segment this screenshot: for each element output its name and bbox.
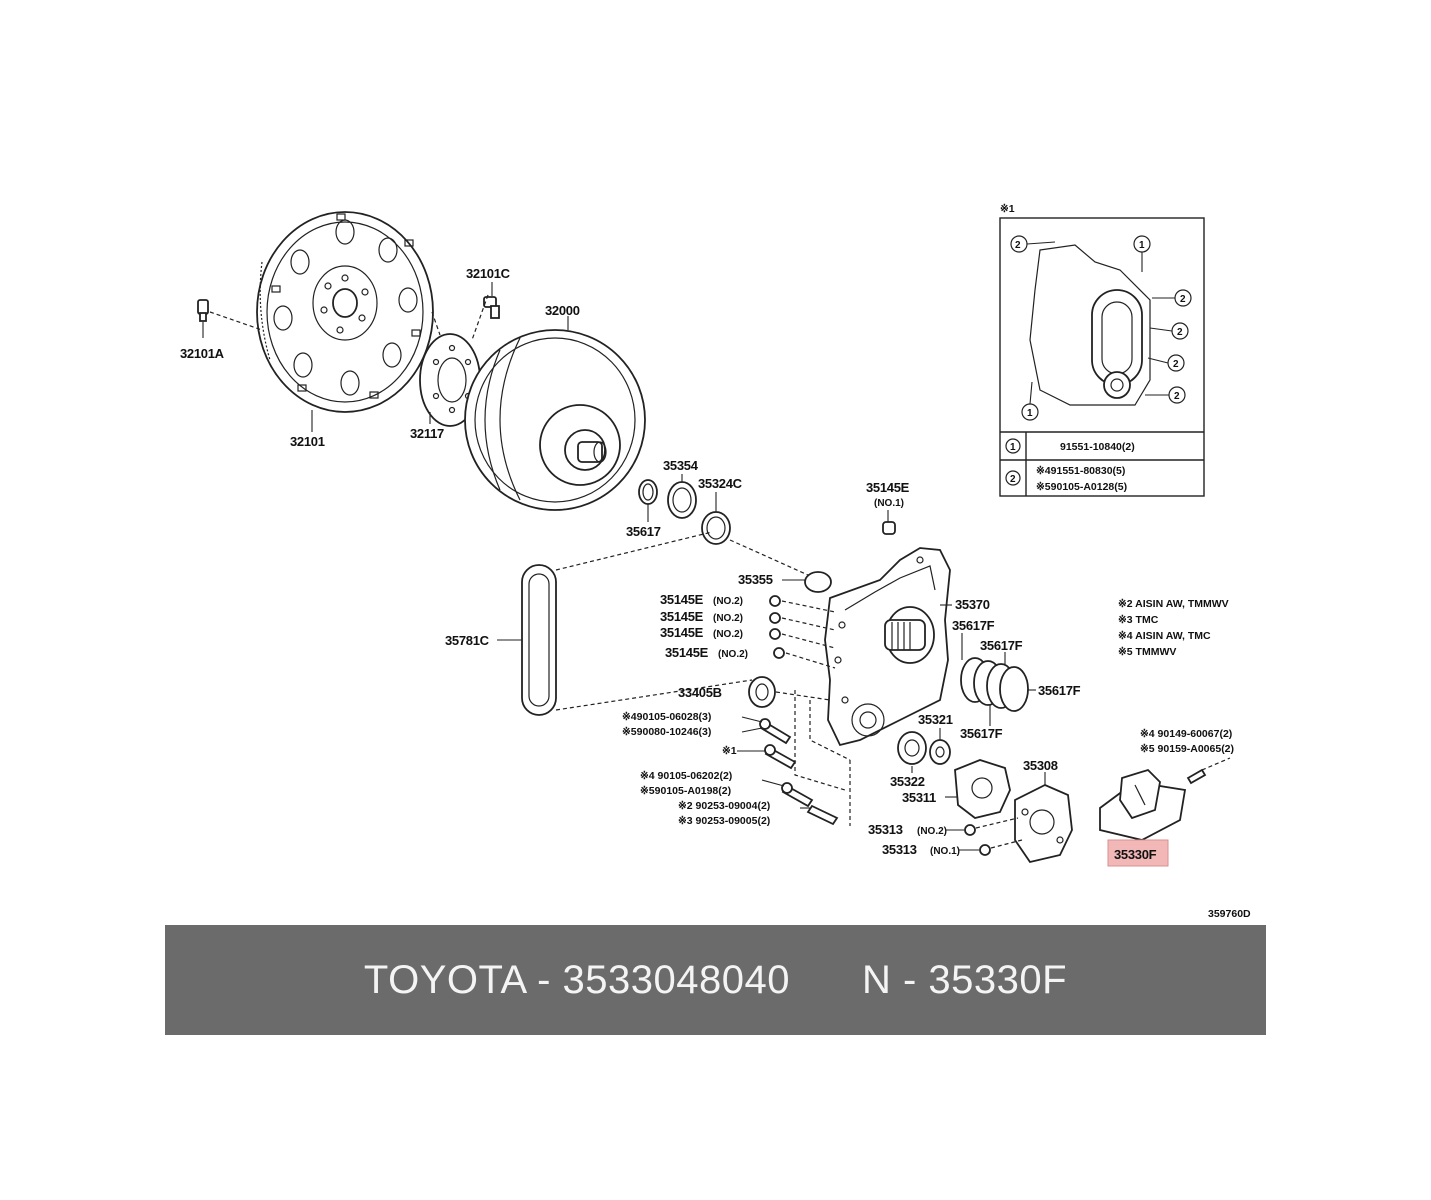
inset-table-key-2: 2 — [1010, 474, 1016, 485]
inset-panel: ※1 2 1 2 2 2 2 1 1 2 — [999, 203, 1205, 497]
callout-35145E-4: 35145E — [665, 645, 709, 660]
note-line-1: ※2 AISIN AW, TMMWV — [1118, 598, 1229, 610]
callout-35145E-top: 35145E — [866, 480, 910, 495]
note-line-4: ※5 TMMWV — [1118, 646, 1176, 658]
callout-no2-3: (NO.2) — [713, 629, 743, 640]
bolt-spec-1: ※490105-06028(3) — [622, 711, 711, 723]
bolt-spec-7: ※3 90253-09005(2) — [678, 815, 770, 827]
bolt-spec-6: ※2 90253-09004(2) — [678, 800, 770, 812]
callout-32000: 32000 — [545, 303, 580, 318]
callout-35617: 35617 — [626, 524, 661, 539]
note-line-2: ※3 TMC — [1118, 614, 1159, 626]
bolt-spec-5: ※590105-A0198(2) — [640, 785, 731, 797]
drawing-code: 359760D — [1208, 908, 1251, 920]
ref-prefix: N — [861, 957, 892, 1002]
inset-num-2a: 2 — [1015, 240, 1021, 251]
callout-35355: 35355 — [738, 572, 773, 587]
ref-code: 35330F — [928, 957, 1068, 1002]
inset-num-2c: 2 — [1177, 327, 1183, 338]
callout-35308: 35308 — [1023, 758, 1058, 773]
inset-table-key-1: 1 — [1010, 442, 1016, 453]
strainer-35330F — [1099, 757, 1231, 846]
callout-35145E-top-sub: (NO.1) — [874, 498, 904, 509]
bolt-32101C — [471, 282, 500, 341]
pump-body-35370 — [824, 510, 952, 747]
callout-35321: 35321 — [918, 712, 953, 727]
bolt-spec-r1: ※4 90149-60067(2) — [1140, 728, 1232, 740]
callout-35617F-c: 35617F — [1038, 683, 1081, 698]
drive-plate — [256, 211, 434, 413]
callout-32117: 32117 — [410, 426, 444, 441]
inset-num-2b: 2 — [1180, 294, 1186, 305]
inset-num-1b: 1 — [1027, 408, 1033, 419]
bolt-spec-r2: ※5 90159-A0065(2) — [1140, 743, 1234, 755]
gear-33405B — [748, 676, 831, 708]
torque-converter-32000 — [464, 316, 646, 511]
callout-35145E-3: 35145E — [660, 625, 704, 640]
note-line-3: ※4 AISIN AW, TMC — [1118, 630, 1211, 642]
seals-35313 — [964, 817, 1023, 856]
callout-35322: 35322 — [890, 774, 925, 789]
highlight-35330F — [1107, 839, 1169, 867]
callout-35313-a: 35313 — [868, 822, 903, 837]
callout-no2-2: (NO.2) — [713, 613, 743, 624]
callout-35617F-a: 35617F — [952, 618, 995, 633]
callout-no2-4: (NO.2) — [718, 649, 748, 660]
callout-32101C: 32101C — [466, 266, 511, 281]
callout-35370: 35370 — [955, 597, 990, 612]
inset-num-1a: 1 — [1139, 240, 1145, 251]
pump-body-35308 — [1014, 772, 1073, 864]
inset-table-value-1: 91551-10840(2) — [1060, 441, 1135, 453]
callout-35313-b: 35313 — [882, 842, 917, 857]
gears-35321-35322 — [897, 728, 951, 773]
seals-group — [638, 474, 731, 545]
callout-no2-1: (NO.2) — [713, 596, 743, 607]
inset-num-2e: 2 — [1174, 391, 1180, 402]
callout-33405B: 33405B — [678, 685, 722, 700]
bolt-spec-4: ※4 90105-06202(2) — [640, 770, 732, 782]
brand-name: TOYOTA — [363, 957, 526, 1002]
part-number: 3533048040 — [562, 957, 790, 1002]
inset-marker: ※1 — [1000, 203, 1015, 215]
bolt-spec-3: ※1 — [722, 745, 737, 757]
callout-32101: 32101 — [290, 434, 325, 449]
callout-35145E-1: 35145E — [660, 592, 704, 607]
inset-table-value-2b: ※590105-A0128(5) — [1036, 481, 1127, 493]
callout-35617F-b: 35617F — [980, 638, 1023, 653]
callout-35313-b-sub: (NO.1) — [930, 846, 960, 857]
belt-35781C — [497, 531, 753, 716]
callout-35330F: 35330F — [1114, 847, 1157, 862]
callout-35145E-2: 35145E — [660, 609, 704, 624]
callout-32101A: 32101A — [180, 346, 225, 361]
inset-num-2d: 2 — [1173, 359, 1179, 370]
callout-35313-a-sub: (NO.2) — [917, 826, 947, 837]
callout-35354: 35354 — [663, 458, 699, 473]
ring-35355 — [729, 539, 832, 593]
bolts-lower-left — [759, 690, 851, 826]
callout-35311: 35311 — [902, 790, 936, 805]
inset-table-value-2a: ※491551-80830(5) — [1036, 465, 1125, 477]
pump-cover-35311 — [945, 759, 1011, 819]
nuts-35145E — [769, 595, 836, 669]
bolt-spec-2: ※590080-10246(3) — [622, 726, 711, 738]
bolt-32101A — [197, 299, 263, 338]
callout-35617F-d: 35617F — [960, 726, 1003, 741]
callout-35781C: 35781C — [445, 633, 490, 648]
callout-35324C: 35324C — [698, 476, 743, 491]
rings-35617F — [960, 633, 1036, 726]
